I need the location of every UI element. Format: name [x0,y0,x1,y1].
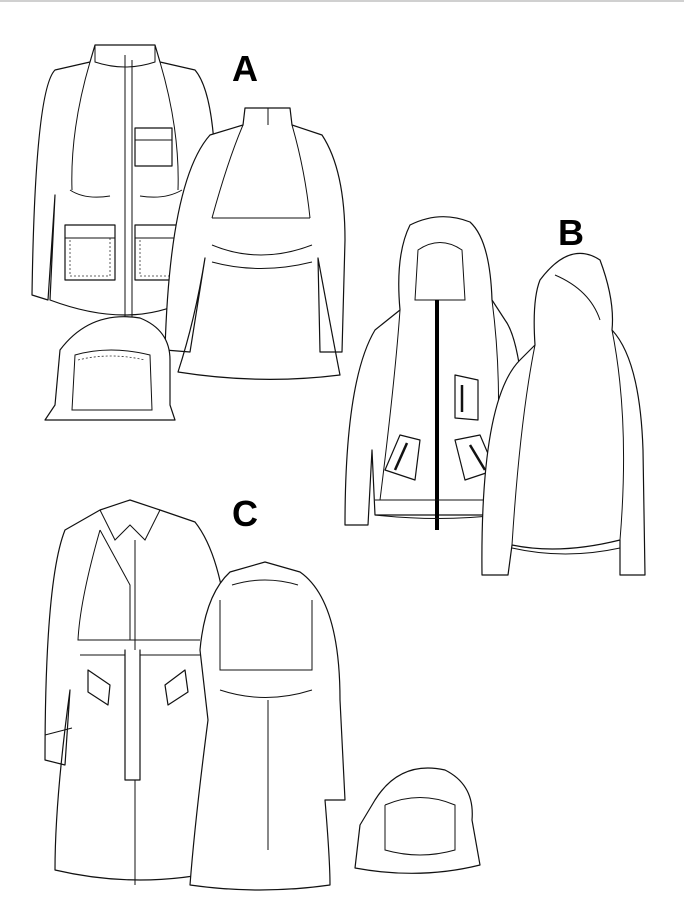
garment-a-hood [44,316,176,421]
garment-c-front [44,499,233,885]
garment-b-front [344,216,531,530]
garment-a-back [164,107,346,380]
label-a: A [232,48,258,89]
garment-b-back [481,252,646,576]
garment-c-hood [354,767,481,874]
garment-c-back [189,561,346,891]
label-b: B [558,212,584,253]
top-border [0,0,684,2]
label-c: C [232,493,258,534]
